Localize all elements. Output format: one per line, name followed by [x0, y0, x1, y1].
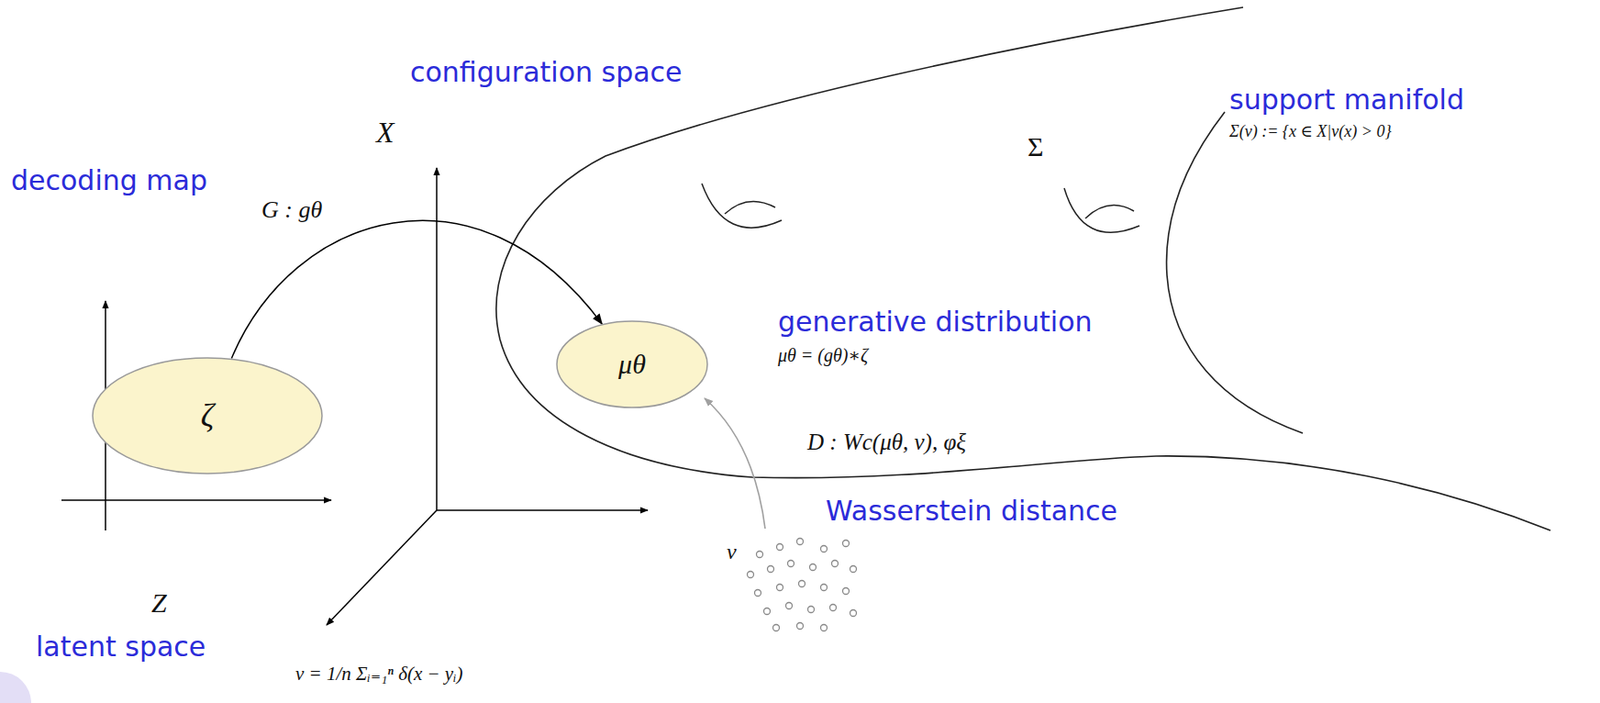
- manifold-hole: [701, 183, 782, 228]
- ellipse-shape: [556, 321, 708, 408]
- manifold-outline: [1166, 111, 1303, 434]
- pushforward-formula: μθ = (gθ)∗ζ: [777, 344, 868, 367]
- space-caption: latent space: [35, 631, 206, 664]
- support-formula: Σ(ν) := {x ∈ X|ν(x) > 0}: [1229, 122, 1392, 142]
- distance-formula: D : Wc(μθ, ν), φξ: [807, 429, 967, 456]
- decoding-arrow: [231, 220, 602, 358]
- empirical-formula: ν = 1/n Σᵢ₌₁ⁿ δ(x − yᵢ): [295, 662, 464, 685]
- space-symbol: Z: [151, 587, 167, 620]
- config-axis: [326, 510, 437, 625]
- map-formula: G : gθ: [261, 196, 323, 224]
- space-symbol: X: [376, 115, 395, 150]
- node-symbol: ζ: [200, 396, 215, 435]
- latent-axis: [61, 499, 332, 501]
- map-caption: decoding map: [11, 165, 208, 198]
- distance-caption: Wasserstein distance: [825, 495, 1118, 528]
- sample-dots: [747, 538, 857, 632]
- distribution-caption: generative distribution: [777, 306, 1093, 339]
- manifold-hole: [1064, 188, 1140, 233]
- manifold-symbol: Σ: [1027, 131, 1044, 164]
- corner-blob: [0, 671, 32, 703]
- manifold-hole: [724, 200, 776, 214]
- ellipse-shape: [92, 357, 323, 474]
- config-axis: [435, 167, 438, 511]
- latent-distribution-ellipse: ζ: [91, 356, 323, 475]
- node-symbol: μθ: [618, 348, 646, 380]
- manifold-caption: support manifold: [1229, 84, 1465, 117]
- generative-distribution-ellipse: μθ: [555, 320, 709, 409]
- region-caption: configuration space: [410, 56, 683, 89]
- distance-arrow: [704, 398, 766, 529]
- samples-symbol: ν: [726, 539, 737, 566]
- manifold-hole: [1085, 205, 1134, 219]
- config-axis: [436, 509, 648, 512]
